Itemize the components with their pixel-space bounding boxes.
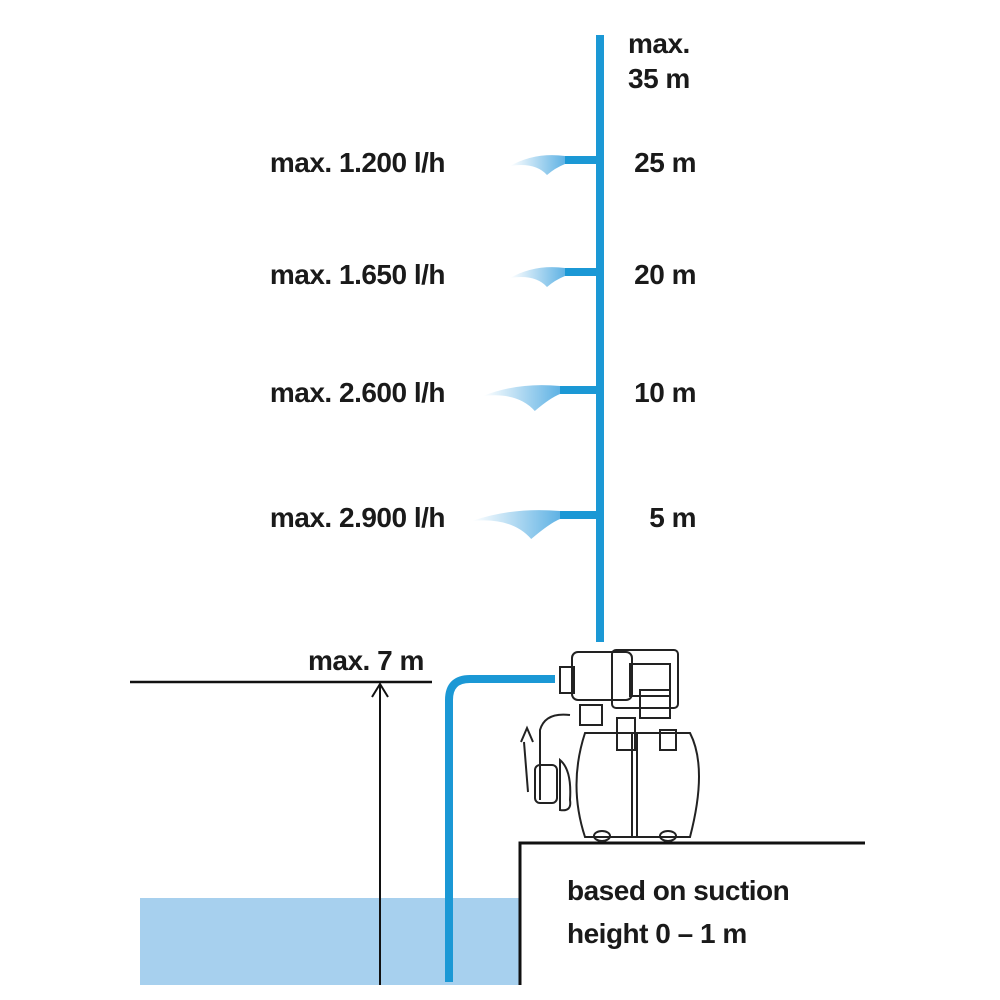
height-label: 5 m (649, 502, 696, 533)
suction-max-label: max. 7 m (308, 645, 424, 676)
water-spray (483, 385, 560, 411)
max-height-value: 35 m (628, 63, 690, 94)
arrow-head-icon (371, 682, 389, 698)
water-body (140, 898, 520, 985)
note-line-1: based on suction (567, 875, 789, 906)
height-label: 10 m (634, 377, 696, 408)
suction-pipe (445, 675, 555, 982)
water-spray (510, 155, 565, 175)
ground-ledge (518, 841, 865, 985)
max-height-label: max. (628, 28, 690, 59)
height-label: 20 m (634, 259, 696, 290)
flow-rate-label: max. 2.900 l/h (270, 502, 445, 533)
note-line-2: height 0 – 1 m (567, 918, 747, 949)
flow-rate-label: max. 1.200 l/h (270, 147, 445, 178)
water-spray (510, 267, 565, 287)
water-spray (472, 510, 560, 539)
flow-rate-label: max. 2.600 l/h (270, 377, 445, 408)
flow-rate-label: max. 1.650 l/h (270, 259, 445, 290)
height-label: 25 m (634, 147, 696, 178)
pump-illustration (520, 649, 700, 842)
